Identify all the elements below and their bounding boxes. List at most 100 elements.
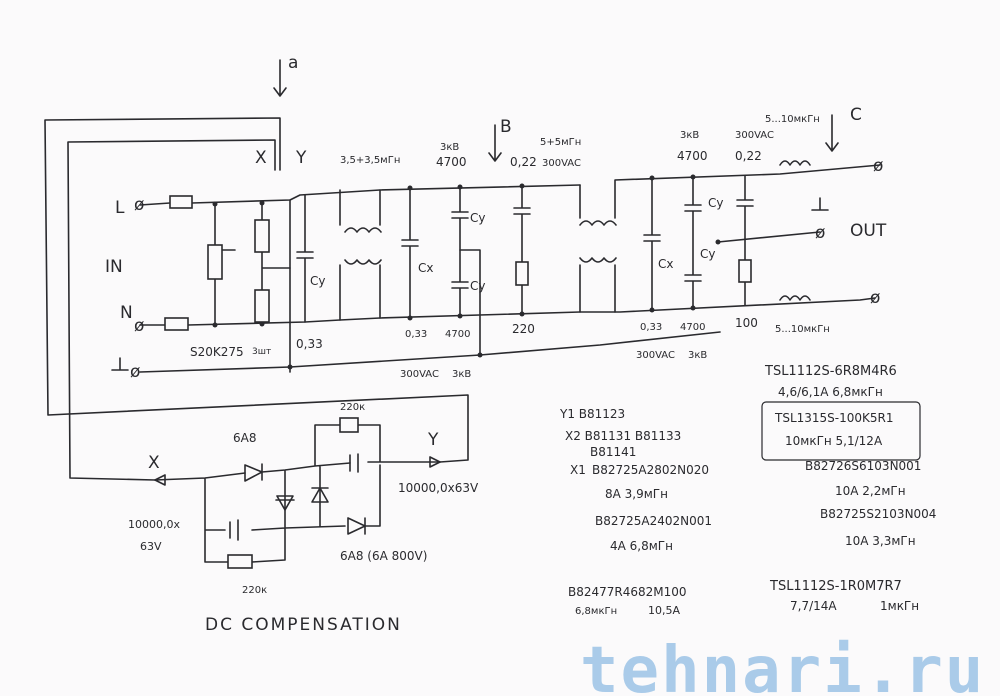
stage1-cy-voltage: 3кВ bbox=[440, 142, 459, 153]
choke2-wires bbox=[579, 164, 881, 313]
stage1-rail-note-b: 3кВ bbox=[452, 369, 471, 380]
line-n bbox=[139, 297, 876, 326]
stage2-cx2 bbox=[736, 175, 754, 306]
note-p5: B82725S2103N004 bbox=[820, 507, 936, 521]
stage2-cy-bottom: 4700 bbox=[680, 322, 705, 333]
note-x1: X1 bbox=[570, 463, 586, 477]
stage1-rail-note-a: 300VAC bbox=[400, 369, 439, 380]
dc-cap-left-voltage: 63V bbox=[140, 540, 162, 553]
note-t1: TSL1112S-6R8M4R6 bbox=[764, 364, 897, 379]
stage1-res-value: 220 bbox=[512, 322, 535, 336]
dc-diode-top-label: 6A8 bbox=[233, 431, 256, 445]
stage1-cx-label: Cx bbox=[418, 261, 433, 275]
choke2-windings bbox=[579, 220, 617, 263]
cap-x-input bbox=[296, 194, 314, 323]
resistor-220k-bottom bbox=[227, 554, 253, 569]
loop-y-wire bbox=[44, 117, 469, 463]
stage2-rail-note-a: 300VAC bbox=[636, 350, 675, 361]
varistor-label: S20K275 bbox=[190, 345, 244, 359]
note-t1-values: 4,6/6,1A 6,8мкГн bbox=[778, 385, 883, 399]
output-chokes bbox=[779, 160, 811, 301]
svg-text:ø: ø bbox=[873, 156, 883, 176]
note-p5-values: 10A 3,3мГн bbox=[845, 534, 916, 548]
stage2-cx2-value: 0,22 bbox=[735, 149, 762, 163]
diode-mid-left bbox=[275, 495, 295, 511]
stage1-cy-bottom: 4700 bbox=[445, 329, 470, 340]
varistor-qty: 3шт bbox=[252, 347, 271, 357]
note-y1: Y1 B81123 bbox=[559, 407, 625, 421]
dc-marker-x: X bbox=[148, 453, 160, 473]
stage2-cx-label: Cx bbox=[658, 257, 673, 271]
out-ground-wire bbox=[717, 197, 829, 243]
input-cx-value: 0,33 bbox=[296, 337, 323, 351]
stage2-cy-voltage: 3кВ bbox=[680, 130, 699, 141]
svg-text:ø: ø bbox=[130, 362, 140, 382]
stage1-cy bbox=[451, 186, 469, 317]
arrow-c-icon bbox=[825, 114, 839, 152]
dc-res-top-label: 220к bbox=[340, 402, 365, 413]
choke1-wires bbox=[339, 189, 381, 321]
note-p2: B82725A2402N001 bbox=[595, 514, 712, 528]
stage1-cx2 bbox=[513, 185, 531, 315]
dc-cap-left-label: 10000,0х bbox=[128, 518, 180, 531]
note-p4-values: 10A 2,2мГн bbox=[835, 484, 906, 498]
marker-x-top: X bbox=[255, 148, 267, 168]
note-t2-box bbox=[761, 401, 921, 461]
input-cy-label: Cy bbox=[310, 274, 325, 288]
dc-res-bottom-label: 220к bbox=[242, 585, 267, 596]
stage2-resistor bbox=[738, 259, 752, 283]
resistor-220k-top bbox=[339, 417, 359, 433]
stage1-cy-label-2: Cy bbox=[470, 279, 485, 293]
stage2-cy-label-2: Cy bbox=[700, 247, 715, 261]
marker-c: C bbox=[850, 105, 862, 125]
svg-text:ø: ø bbox=[870, 288, 880, 308]
stage1-cx bbox=[401, 187, 419, 319]
terminal-l-label: L bbox=[115, 198, 125, 218]
stage2-cy-value: 4700 bbox=[677, 149, 708, 163]
output-choke-top-value: 5...10мкГн bbox=[765, 114, 820, 125]
note-t2-values: 10мкГн 5,1/12A bbox=[785, 434, 883, 448]
note-p1-values: 8A 3,9мГн bbox=[605, 487, 668, 501]
stage1-cx2-value: 0,22 bbox=[510, 155, 537, 169]
terminal-out-label: OUT bbox=[850, 221, 887, 241]
stage2-rail-note-b: 3кВ bbox=[688, 350, 707, 361]
stage1-cx2-voltage: 300VAC bbox=[542, 158, 581, 169]
choke1-windings bbox=[344, 227, 382, 265]
choke2-value: 5+5мГн bbox=[540, 137, 581, 148]
note-p1: B82725A2802N020 bbox=[592, 463, 709, 477]
dc-marker-y: Y bbox=[427, 430, 439, 450]
svg-text:ø: ø bbox=[815, 223, 825, 243]
note-t3-inductance: 1мкГн bbox=[880, 599, 919, 613]
varistor-1 bbox=[207, 244, 223, 280]
cap-electrolytic-right bbox=[349, 453, 359, 473]
svg-text:ø: ø bbox=[134, 195, 144, 215]
output-choke-bottom-value: 5...10мкГн bbox=[775, 324, 830, 335]
arrow-b-icon bbox=[488, 124, 502, 162]
stage2-cy-label: Cy bbox=[708, 196, 723, 210]
note-p2-values: 4A 6,8мГн bbox=[610, 539, 673, 553]
stage1-cy-label: Cy bbox=[470, 211, 485, 225]
varistor-2 bbox=[254, 219, 270, 253]
diode-mid-right bbox=[311, 487, 329, 503]
note-p3-inductance: 6,8мкГн bbox=[575, 606, 617, 617]
terminal-n-label: N bbox=[120, 303, 133, 323]
diode-bottom bbox=[347, 517, 366, 535]
marker-a: a bbox=[288, 53, 298, 73]
line-l bbox=[139, 184, 581, 206]
stage2-res-value: 100 bbox=[735, 316, 758, 330]
ground-symbol bbox=[111, 357, 129, 371]
stage1-cy-ground bbox=[459, 249, 481, 356]
diode-top bbox=[244, 463, 263, 482]
marker-b: B bbox=[500, 117, 512, 137]
stage2-cx2-voltage: 300VAC bbox=[735, 130, 774, 141]
loop-x-wire bbox=[67, 139, 276, 481]
stage2-cy bbox=[684, 176, 702, 309]
varistor-3 bbox=[254, 289, 270, 323]
varistor-wires bbox=[214, 202, 291, 326]
cap-electrolytic-left bbox=[229, 519, 239, 541]
junction-dots bbox=[212, 174, 721, 370]
note-p3: B82477R4682M100 bbox=[568, 585, 687, 599]
marker-y-top: Y bbox=[295, 148, 307, 168]
